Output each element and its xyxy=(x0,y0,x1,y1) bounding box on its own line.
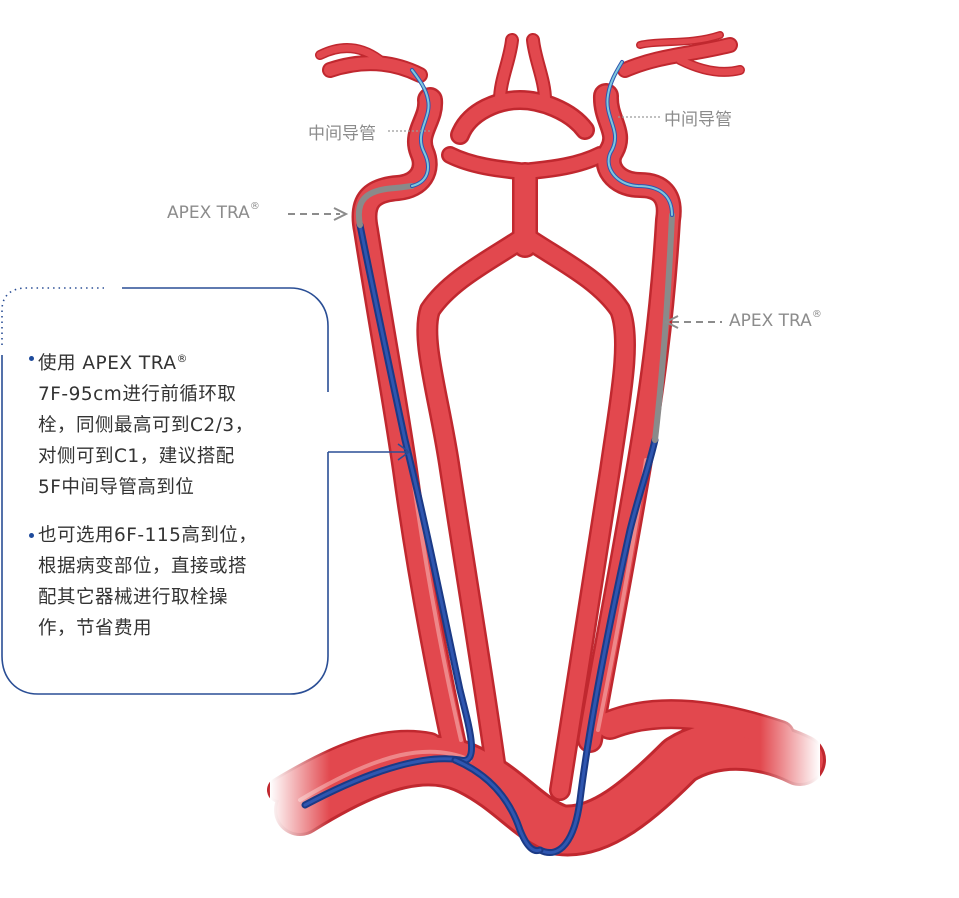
label-apex-left-text: APEX TRA xyxy=(167,203,250,223)
callout-1-line-5: 5F中间导管高到位 xyxy=(38,477,195,499)
callout-2-line-2: 根据病变部位，直接或搭 xyxy=(38,556,248,577)
callout-1-line-4: 对侧可到C1，建议搭配 xyxy=(38,446,235,468)
registered-mark: ® xyxy=(176,352,188,365)
callout-text-2: 也可选用6F-115高到位， 根据病变部位，直接或搭 配其它器械进行取栓操 作，… xyxy=(38,520,303,644)
catheter-right xyxy=(451,60,675,856)
label-intermediate-right-text: 中间导管 xyxy=(664,110,732,130)
artery-tree xyxy=(267,31,826,857)
bullet-2 xyxy=(29,533,34,538)
callout-1-line-2: 7F-95cm进行前循环取 xyxy=(38,384,237,406)
label-intermediate-left-text: 中间导管 xyxy=(308,124,376,144)
registered-mark: ® xyxy=(249,201,260,212)
label-apex-left: APEX TRA® xyxy=(167,201,260,223)
callout-2-line-3: 配其它器械进行取栓操 xyxy=(38,587,229,608)
dashed-arrow-right-icon xyxy=(288,207,349,221)
label-apex-right-text: APEX TRA xyxy=(729,311,812,331)
label-intermediate-left: 中间导管 xyxy=(308,119,376,144)
label-intermediate-right: 中间导管 xyxy=(664,105,732,130)
dashed-arrow-left-icon xyxy=(663,315,722,329)
bullet-1 xyxy=(29,356,34,361)
callout-frame xyxy=(1,287,411,695)
callout-text-1: 使用 APEX TRA® 7F-95cm进行前循环取 栓，同侧最高可到C2/3，… xyxy=(38,343,303,503)
callout-2-line-1: 也可选用6F-115高到位， xyxy=(38,525,258,546)
callout-1-line-1: 使用 APEX TRA® xyxy=(38,343,303,379)
catheter-left xyxy=(301,68,476,809)
callout-1-line-3: 栓，同侧最高可到C2/3， xyxy=(38,415,254,437)
registered-mark: ® xyxy=(811,309,822,320)
callout-2-line-4: 作，节省费用 xyxy=(38,618,153,639)
label-apex-right: APEX TRA® xyxy=(729,309,822,331)
callout-1-line-1-text: 使用 APEX TRA xyxy=(38,353,177,375)
